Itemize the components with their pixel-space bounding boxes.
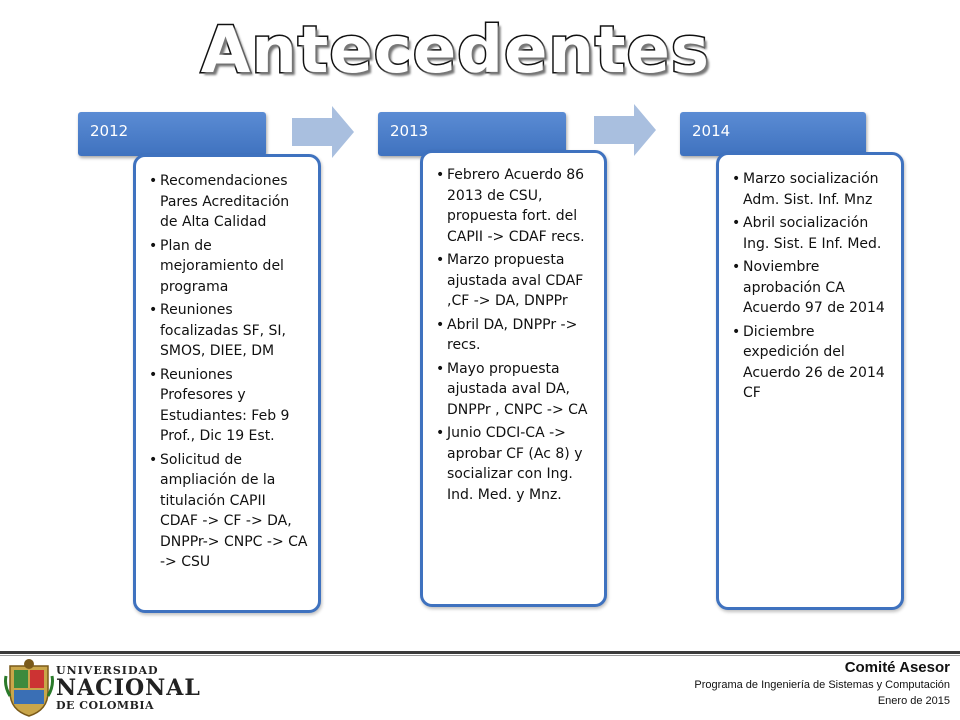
year-label: 2012 — [90, 122, 129, 140]
logo-line-3: DE COLOMBIA — [56, 699, 155, 712]
item-list: Recomendaciones Pares Acreditación de Al… — [136, 171, 318, 573]
list-item: Reuniones Profesores y Estudiantes: Feb … — [149, 365, 308, 447]
item-list: Marzo socialización Adm. Sist. Inf. Mnz … — [719, 169, 901, 404]
list-item: Mayo propuesta ajustada aval DA, DNPPr ,… — [436, 359, 594, 421]
arrow-right-icon — [292, 106, 354, 158]
year-label: 2013 — [390, 122, 429, 140]
list-item: Junio CDCI-CA -> aprobar CF (Ac 8) y soc… — [436, 423, 594, 505]
footer-divider — [0, 651, 960, 654]
slide-title: Antecedentes — [199, 13, 710, 90]
card-2012: Recomendaciones Pares Acreditación de Al… — [133, 154, 321, 613]
list-item: Abril socialización Ing. Sist. E Inf. Me… — [732, 213, 891, 254]
list-item: Recomendaciones Pares Acreditación de Al… — [149, 171, 308, 233]
year-bar-2012: 2012 — [78, 112, 266, 156]
year-bar-2013: 2013 — [378, 112, 566, 156]
list-item: Solicitud de ampliación de la titulación… — [149, 450, 308, 573]
date-label: Enero de 2015 — [877, 695, 950, 707]
year-bar-2014: 2014 — [680, 112, 866, 156]
list-item: Marzo socialización Adm. Sist. Inf. Mnz — [732, 169, 891, 210]
list-item: Diciembre expedición del Acuerdo 26 de 2… — [732, 322, 891, 404]
university-shield-icon — [4, 659, 54, 717]
list-item: Reuniones focalizadas SF, SI, SMOS, DIEE… — [149, 300, 308, 362]
program-label: Programa de Ingeniería de Sistemas y Com… — [694, 679, 950, 691]
item-list: Febrero Acuerdo 86 2013 de CSU, propuest… — [423, 165, 604, 505]
list-item: Marzo propuesta ajustada aval CDAF ,CF -… — [436, 250, 594, 312]
committee-label: Comité Asesor — [844, 659, 950, 676]
card-2013: Febrero Acuerdo 86 2013 de CSU, propuest… — [420, 150, 607, 607]
list-item: Noviembre aprobación CA Acuerdo 97 de 20… — [732, 257, 891, 319]
list-item: Plan de mejoramiento del programa — [149, 236, 308, 298]
list-item: Febrero Acuerdo 86 2013 de CSU, propuest… — [436, 165, 594, 247]
footer-info: Comité Asesor Programa de Ingeniería de … — [694, 658, 950, 709]
footer-divider-thin — [0, 655, 960, 656]
card-2014: Marzo socialización Adm. Sist. Inf. Mnz … — [716, 152, 904, 610]
logo-line-1: UNIVERSIDAD — [56, 664, 159, 677]
list-item: Abril DA, DNPPr -> recs. — [436, 315, 594, 356]
year-label: 2014 — [692, 122, 731, 140]
university-logo: UNIVERSIDAD NACIONAL DE COLOMBIA — [56, 664, 201, 712]
arrow-right-icon — [594, 104, 656, 156]
logo-line-2: NACIONAL — [56, 675, 201, 701]
